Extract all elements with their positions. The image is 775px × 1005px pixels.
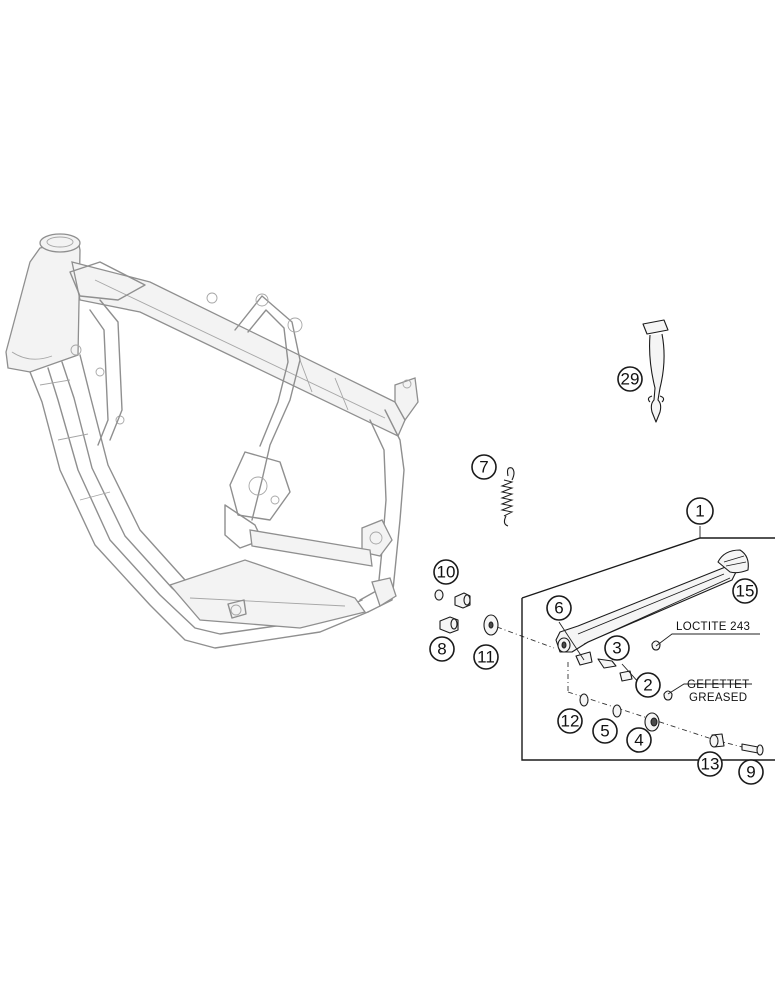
part-10-bolt bbox=[434, 589, 471, 609]
callout-5-label: 5 bbox=[600, 722, 609, 741]
note-greased-en: GREASED bbox=[689, 692, 747, 704]
note-greased-de: GEFETTET bbox=[687, 679, 749, 691]
callout-11: 11 bbox=[473, 644, 499, 670]
part-4-bushing bbox=[644, 712, 660, 732]
part-12-oring bbox=[579, 693, 589, 707]
part-8-bolt bbox=[439, 616, 459, 634]
callout-5: 5 bbox=[592, 718, 618, 744]
callout-7-label: 7 bbox=[479, 458, 488, 477]
callout-9-label: 9 bbox=[746, 763, 755, 782]
note-loctite: LOCTITE 243 bbox=[676, 621, 750, 633]
callout-12-label: 12 bbox=[561, 712, 580, 731]
callout-9: 9 bbox=[738, 759, 764, 785]
callout-1: 1 bbox=[686, 497, 714, 525]
motorcycle-frame bbox=[5, 233, 419, 649]
callout-15-label: 15 bbox=[736, 582, 755, 601]
part-5-oring bbox=[612, 704, 622, 718]
callout-8-label: 8 bbox=[437, 640, 446, 659]
callout-2-label: 2 bbox=[643, 676, 652, 695]
callout-11-label: 11 bbox=[477, 648, 495, 667]
callout-4: 4 bbox=[626, 727, 652, 753]
callout-12: 12 bbox=[557, 708, 583, 734]
callout-3: 3 bbox=[604, 635, 630, 661]
callout-8: 8 bbox=[429, 636, 455, 662]
callout-1-label: 1 bbox=[695, 502, 704, 521]
callout-10-label: 10 bbox=[437, 563, 456, 582]
callout-2: 2 bbox=[635, 672, 661, 698]
axis-line bbox=[496, 626, 555, 649]
callout-15: 15 bbox=[732, 578, 758, 604]
part-7-spring bbox=[500, 467, 515, 527]
callout-7: 7 bbox=[471, 454, 497, 480]
callout-10: 10 bbox=[433, 559, 459, 585]
part-11-washer bbox=[483, 614, 499, 636]
callout-4-label: 4 bbox=[634, 731, 643, 750]
part-side-stand bbox=[555, 549, 749, 666]
callout-13: 13 bbox=[697, 751, 723, 777]
part-29-tool bbox=[642, 319, 669, 423]
callout-6-label: 6 bbox=[554, 599, 563, 618]
callout-13-label: 13 bbox=[701, 755, 720, 774]
callout-3-label: 3 bbox=[612, 639, 621, 658]
part-3-hook bbox=[597, 658, 617, 669]
callout-29-label: 29 bbox=[621, 370, 640, 389]
callout-29: 29 bbox=[617, 366, 643, 392]
part-13-sleeve bbox=[709, 733, 725, 748]
part-2-bolt bbox=[619, 670, 633, 682]
part-9-screw bbox=[741, 743, 764, 756]
callout-6: 6 bbox=[546, 595, 572, 621]
